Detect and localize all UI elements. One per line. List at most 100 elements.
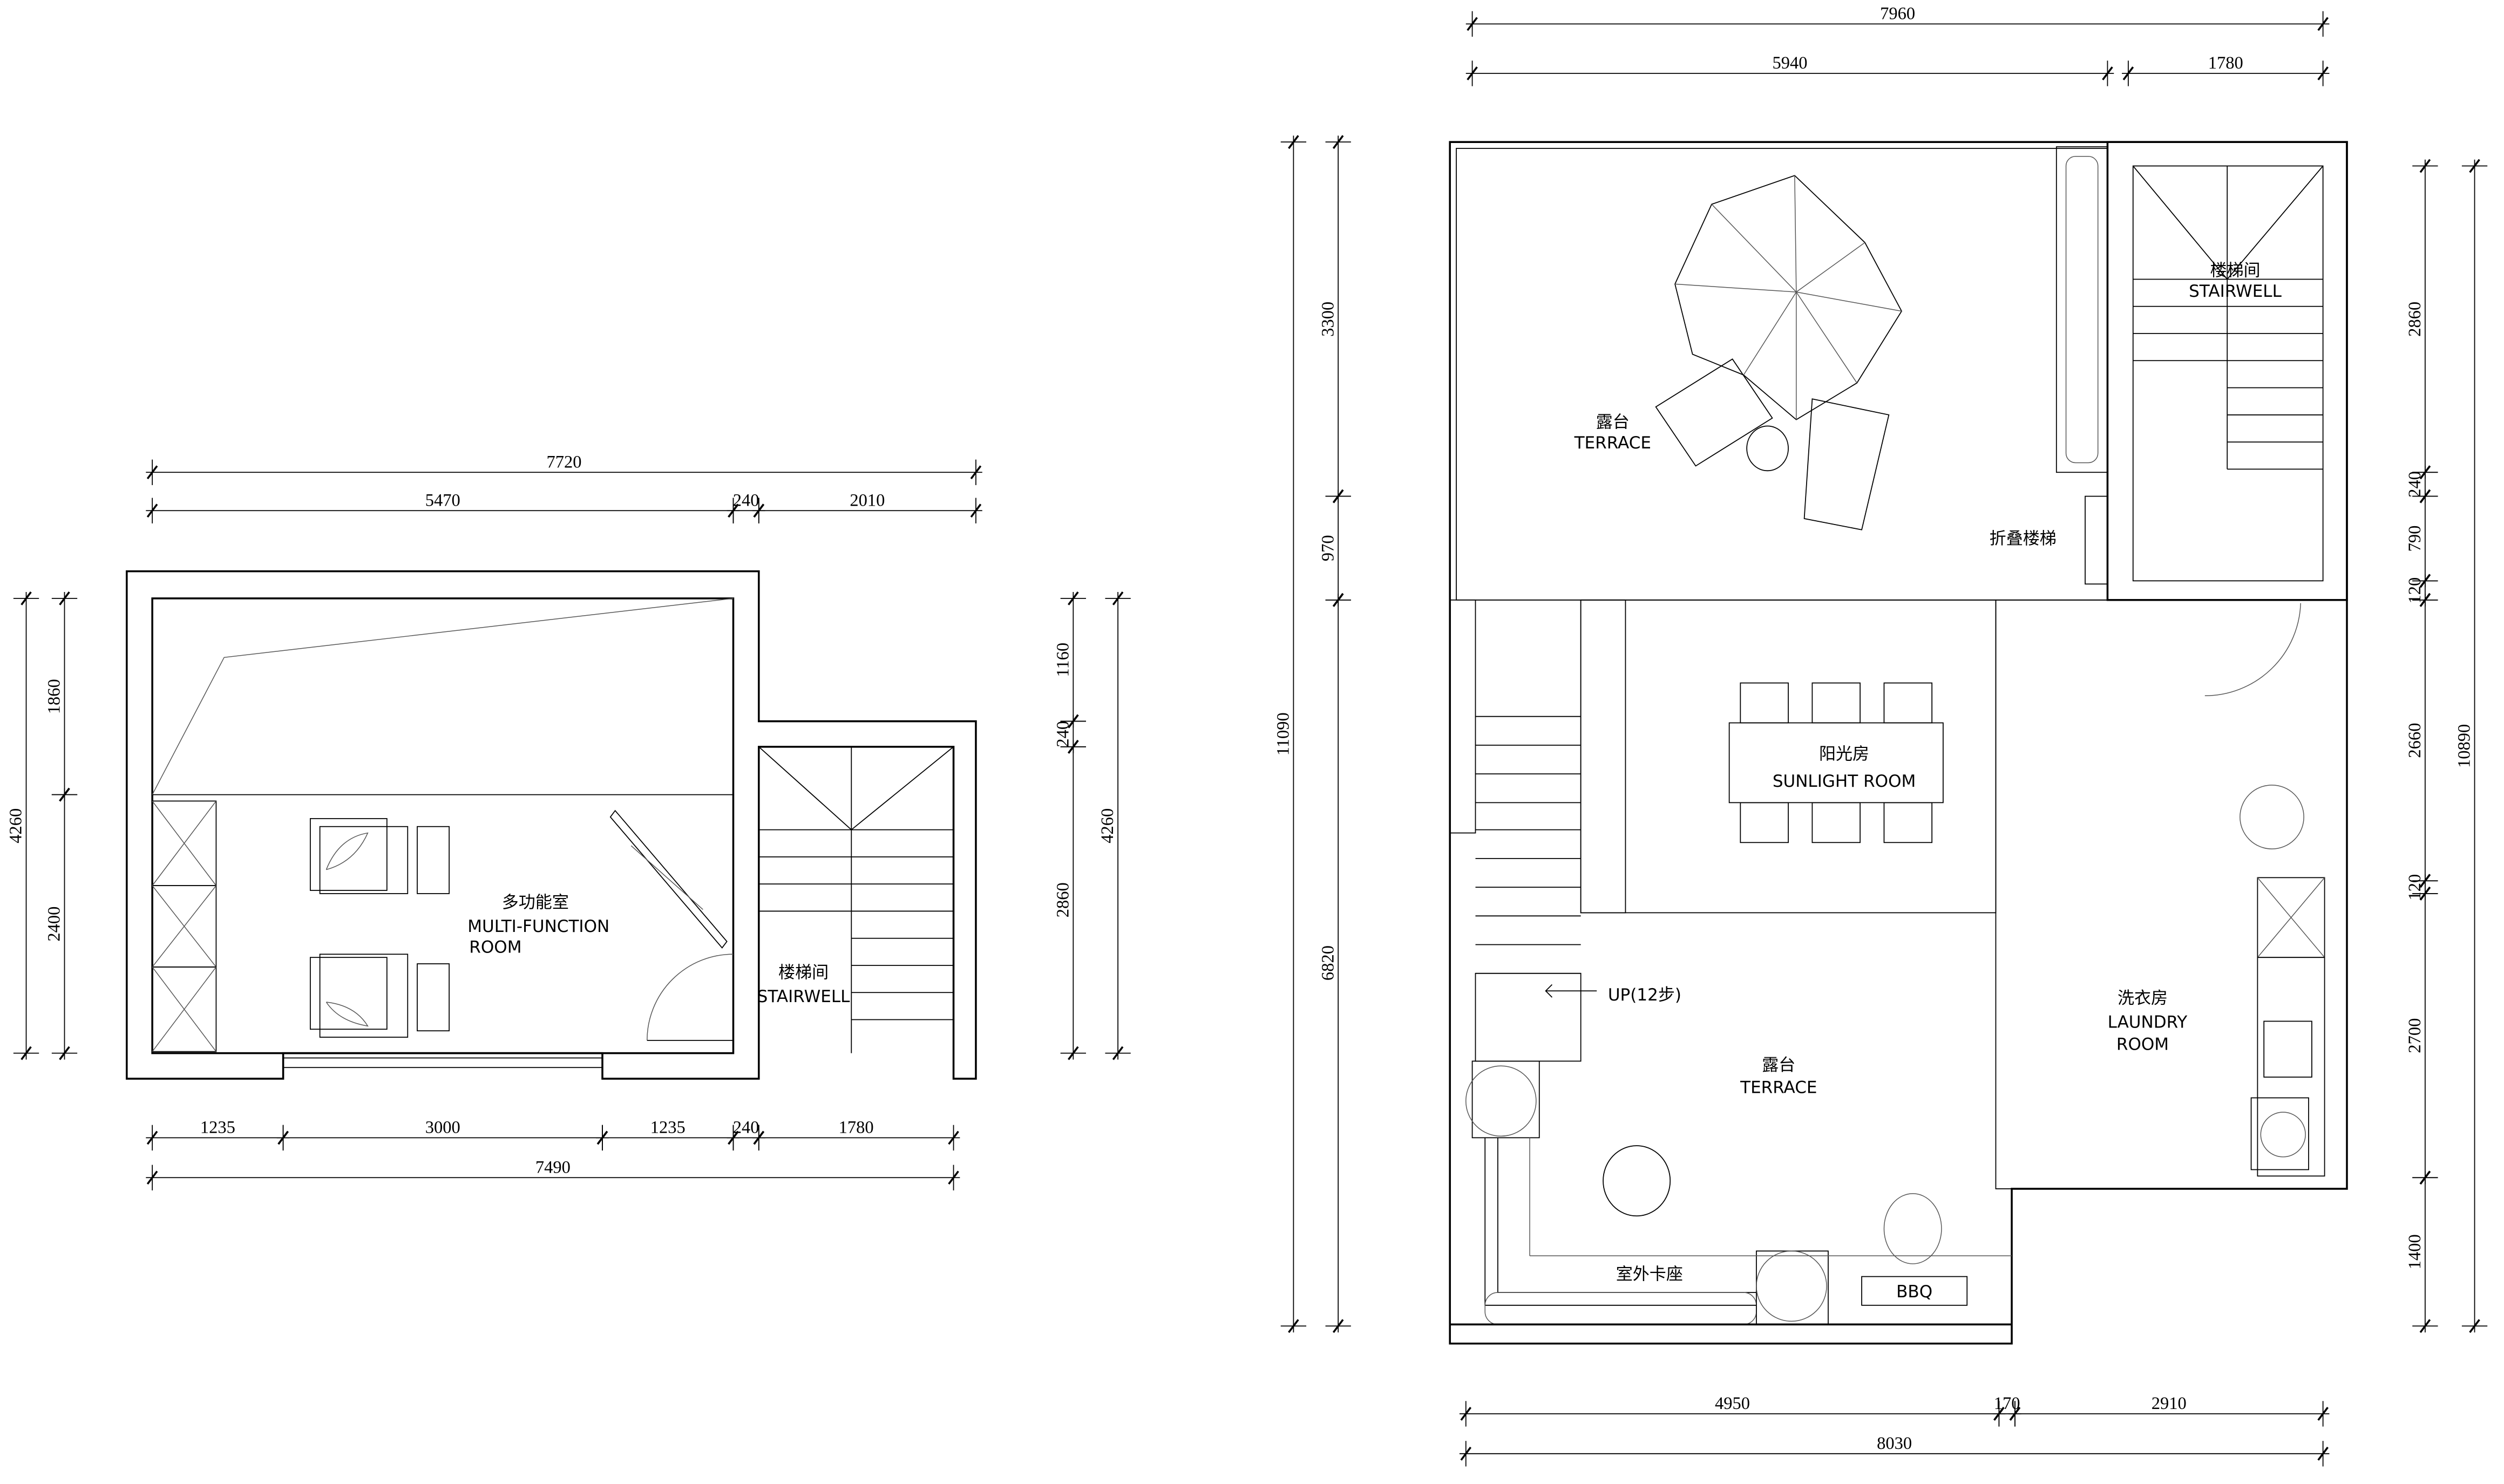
room-label-multi-en2: ROOM <box>469 937 521 957</box>
room-label-sunlight-en: SUNLIGHT ROOM <box>1773 772 1916 791</box>
dimension-label: 7490 <box>535 1158 571 1177</box>
dimension-label: 10890 <box>2455 724 2474 768</box>
dimension-tick <box>2419 574 2431 588</box>
dimension-tick <box>2317 17 2329 31</box>
dimension-tick <box>2419 489 2431 503</box>
dimension-label: 970 <box>1318 535 1338 561</box>
armchair <box>309 818 450 894</box>
room-label-terrace-top-cn: 露台 <box>1596 412 1630 432</box>
dimension-tick <box>970 465 982 480</box>
dimension-tick <box>1460 1446 1472 1461</box>
room-label-terrace-cn: 露台 <box>1762 1056 1795 1075</box>
dimension-tick <box>2419 887 2431 901</box>
dimension-tick <box>146 1170 158 1185</box>
dimension-tick <box>2419 593 2431 607</box>
dimension-label: 3300 <box>1318 302 1338 337</box>
wardrobe <box>152 800 217 1052</box>
room-label-terrace-top-en: TERRACE <box>1574 433 1651 453</box>
dimension-tick <box>2317 1446 2329 1461</box>
dimension-tick <box>1467 66 1478 80</box>
dimension-tick <box>146 503 158 518</box>
dimension-tick <box>596 1131 608 1145</box>
dimension-tick <box>2419 874 2431 888</box>
dimension-lines: 7720 5470 240 2010 1235 3000 1235 240 1780 7490 42… <box>6 4 2488 1467</box>
room-label-laundry-en: LAUNDRY <box>2108 1012 2188 1032</box>
dimension-tick <box>1288 135 1299 149</box>
dimension-tick <box>21 1046 32 1060</box>
bbq-label: BBQ <box>1896 1282 1932 1302</box>
room-label-laundry-cn: 洗衣房 <box>2118 989 2168 1008</box>
dimension-tick <box>2009 1407 2021 1421</box>
dimension-label: 240 <box>1053 721 1073 747</box>
dimension-label: 7720 <box>547 452 582 472</box>
dimension-label: 2400 <box>45 907 64 942</box>
dimension-label: 11090 <box>1274 712 1293 755</box>
dimension-tick <box>2122 66 2134 80</box>
dimension-tick <box>728 503 739 518</box>
dimension-label: 1160 <box>1053 643 1073 677</box>
right-floor-plan: 露台 TERRACE 楼梯间 STAIRWELL 折叠楼梯 阳光房 SUNLIG… <box>1449 141 2348 1345</box>
dimension-label: 5940 <box>1772 53 1807 73</box>
dimension-label: 5470 <box>425 491 460 510</box>
dimension-label: 1780 <box>839 1118 874 1137</box>
dimension-tick <box>59 1046 70 1060</box>
dimension-label: 1235 <box>200 1118 235 1137</box>
laundry-fixtures <box>2204 603 2325 1177</box>
dimension-tick <box>970 503 982 518</box>
dimension-tick <box>2317 1407 2329 1421</box>
dimension-tick <box>2419 159 2431 173</box>
dimension-tick <box>146 1131 158 1145</box>
window <box>282 1057 603 1068</box>
dimension-label: 1860 <box>45 679 64 714</box>
left-stairs <box>1475 716 1597 1062</box>
dimension-label: 2910 <box>2152 1394 2187 1413</box>
dimension-tick <box>1993 1407 2005 1421</box>
dimension-label: 1235 <box>650 1118 686 1137</box>
dimension-label: 2860 <box>1053 882 1073 917</box>
dimension-label: 1780 <box>2208 53 2243 73</box>
room-label-stair-en: STAIRWELL <box>2189 282 2282 301</box>
stair-up-label: UP(12步) <box>1608 985 1681 1005</box>
dimension-tick <box>59 591 70 605</box>
sun-lounger <box>1655 358 1890 530</box>
dimension-label: 790 <box>2405 526 2425 552</box>
dimension-label: 8030 <box>1877 1434 1912 1453</box>
dimension-label: 4260 <box>6 808 26 843</box>
dimension-label: 2700 <box>2405 1018 2425 1053</box>
dimension-tick <box>1068 739 1079 754</box>
dimension-tick <box>1112 1046 1124 1060</box>
door <box>647 954 734 1041</box>
dimension-tick <box>753 503 765 518</box>
dimension-tick <box>1467 17 1478 31</box>
dimension-tick <box>1068 1046 1079 1060</box>
dimension-tick <box>753 1131 765 1145</box>
dimension-tick <box>728 1131 739 1145</box>
bbq <box>1861 1193 1968 1306</box>
dimension-tick <box>1112 591 1124 605</box>
umbrella <box>1674 175 1903 420</box>
dimension-tick <box>948 1170 959 1185</box>
dimension-label: 3000 <box>425 1118 460 1137</box>
dimension-label: 1400 <box>2405 1234 2425 1269</box>
dimension-label: 2010 <box>850 491 885 510</box>
dimension-tick <box>146 465 158 480</box>
side-table <box>1746 425 1789 472</box>
room-label-terrace-en: TERRACE <box>1740 1078 1817 1098</box>
dimension-label: 240 <box>733 1118 759 1137</box>
dimension-label: 170 <box>1994 1394 2020 1413</box>
dimension-tick <box>2419 1170 2431 1185</box>
dimension-label: 2860 <box>2405 302 2425 337</box>
dimension-tick <box>2317 66 2329 80</box>
dimension-label: 4260 <box>1098 808 1117 843</box>
room-label-multi-cn: 多功能室 <box>502 893 569 913</box>
seating-label: 室外卡座 <box>1616 1265 1683 1284</box>
dimension-tick <box>21 591 32 605</box>
dimension-tick <box>1332 489 1344 503</box>
dimension-tick <box>277 1131 289 1145</box>
room-label-stair-cn: 楼梯间 <box>778 963 829 983</box>
dimension-tick <box>1068 714 1079 729</box>
dimension-label: 120 <box>2405 874 2425 901</box>
dimension-label: 120 <box>2405 577 2425 604</box>
dimension-tick <box>2102 66 2113 80</box>
